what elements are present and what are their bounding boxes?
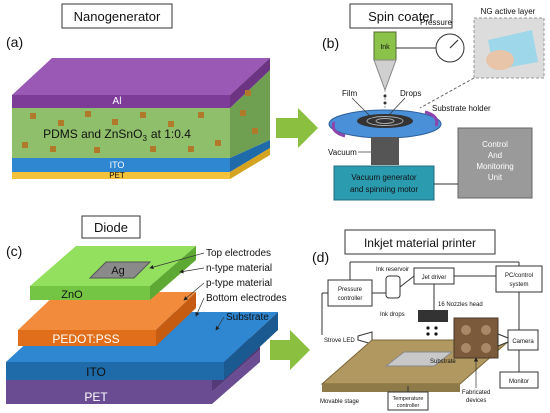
ito-layer-side (230, 140, 270, 172)
pressure-controller-box (327, 279, 373, 307)
print-head (418, 310, 448, 322)
pet-label-a: PET (109, 171, 125, 180)
composite-layer-front (12, 108, 230, 158)
control-monitoring-unit (457, 127, 533, 199)
motor-label-line1: Vacuum generator (351, 173, 417, 182)
panel-a-tag: (a) (6, 34, 23, 50)
panel-d: Inkjet material printer (d) Pressure con… (312, 229, 543, 411)
ink-label: Ink (380, 44, 390, 51)
n-type-label: n-type material (206, 263, 272, 274)
ink-reservoir (385, 275, 401, 299)
ink-reservoir-label: Ink reservoir (376, 267, 409, 273)
pc-control-l1: PC/control (505, 273, 533, 279)
monitor-label: Monitor (509, 379, 529, 385)
substrate-d (384, 351, 454, 367)
ag-label: Ag (111, 265, 124, 277)
substrate-label-c: Substrate (226, 312, 269, 323)
top-electrodes-label: Top electrodes (206, 248, 271, 259)
al-layer-top (12, 58, 270, 95)
pedot-label: PEDOT:PSS (52, 332, 119, 346)
panel-c-header: Diode (94, 220, 128, 235)
panel-a-header: Nanogenerator (74, 9, 161, 24)
arrow-c-to-d (270, 330, 310, 370)
monitor-box (499, 371, 539, 389)
bottom-electrodes-label: Bottom electrodes (206, 293, 287, 304)
pressure-label: Pressure (420, 18, 453, 27)
temperature-controller-l1: Temperature (393, 396, 424, 402)
ag-electrode (88, 261, 152, 279)
fabricated-l1: Fabricated (462, 390, 490, 396)
drops-label: Drops (400, 89, 421, 98)
jet-driver-label: Jet driver (422, 275, 447, 281)
nozzles-label: 16 Nozzles head (438, 302, 483, 308)
substrate-holder-label: Substrate holder (432, 104, 491, 113)
pet-layer-side (230, 148, 270, 179)
strove-led-label: Strove LED (324, 338, 355, 344)
p-type-label: p-type material (206, 278, 272, 289)
panel-c-header-box (81, 215, 141, 239)
spindle-shaft (371, 137, 399, 165)
control-label-4: Unit (488, 173, 503, 182)
pressure-controller-l1: Pressure (338, 287, 363, 293)
vacuum-label: Vacuum (328, 148, 357, 157)
substrate-label-d: Substrate (430, 359, 456, 365)
control-label-2: And (488, 151, 502, 160)
camera-label: Camera (512, 339, 534, 345)
zno-label: ZnO (61, 289, 83, 301)
vacuum-generator-motor (333, 165, 435, 201)
ito-label-a: ITO (110, 160, 125, 170)
pressure-controller-l2: controller (338, 296, 363, 302)
fabricated-devices-photo (453, 317, 499, 359)
movable-stage-label: Movable stage (320, 399, 360, 405)
film-label: Film (342, 89, 357, 98)
panel-c-tag: (c) (6, 243, 22, 259)
panel-b: Spin coater (b) Ink Pressure NG active l… (322, 3, 545, 201)
pet-label-c: PET (84, 390, 108, 404)
znsno3-particles (22, 90, 258, 153)
fabricated-l2: devices (466, 398, 486, 404)
ito-label-c: ITO (86, 365, 106, 379)
arrow-a-to-b (276, 108, 318, 148)
al-layer-front (12, 95, 230, 108)
temperature-controller-l2: controller (397, 403, 420, 409)
ito-layer-a (12, 158, 230, 172)
control-label-1: Control (482, 140, 508, 149)
motor-label-line2: and spinning motor (350, 185, 418, 194)
syringe-tip (373, 59, 397, 92)
al-label: Al (113, 96, 122, 107)
panel-d-header-box (344, 229, 496, 255)
pc-control-l2: system (509, 282, 528, 288)
pet-layer-a (12, 172, 230, 179)
ng-active-layer-label: NG active layer (481, 7, 536, 16)
pedot-pss-layer (18, 292, 196, 330)
pet-substrate-c (6, 350, 260, 404)
panel-c: Diode (c) PET ITO PEDOT:PSS ZnO Ag Top e… (6, 215, 287, 404)
panel-b-header: Spin coater (368, 9, 434, 24)
panel-b-tag: (b) (322, 35, 339, 51)
pc-control-box (495, 265, 543, 293)
al-layer-side (230, 58, 270, 108)
panel-d-tag: (d) (312, 249, 329, 265)
panel-a-header-box (61, 3, 173, 29)
composite-layer-side (230, 70, 270, 158)
panel-b-header-box (349, 3, 453, 29)
control-label-3: Monitoring (476, 162, 513, 171)
ink-drops-label: Ink drops (380, 312, 405, 318)
panel-d-header: Inkjet material printer (364, 236, 476, 250)
